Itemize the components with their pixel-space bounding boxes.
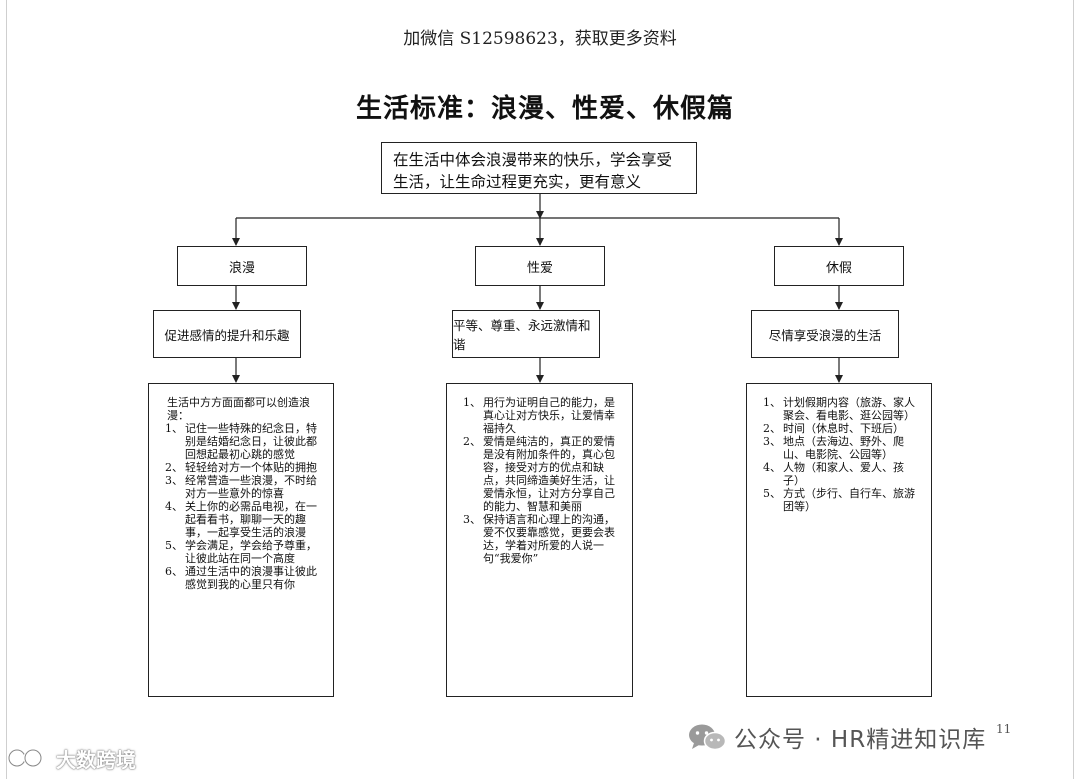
page-title: 生活标准：浪漫、性爱、休假篇 bbox=[355, 94, 734, 124]
category-box-vacation: 休假 bbox=[774, 246, 904, 286]
brand-name: 大数跨境 bbox=[56, 747, 136, 772]
item-number: 3、 bbox=[763, 435, 781, 448]
subtitle-box-vacation: 尽情享受浪漫的生活 bbox=[751, 310, 899, 358]
item-text: 关上你的必需品电视，在一起看看书，聊聊一天的趣事，一起享受生活的浪漫 bbox=[185, 500, 317, 539]
item-number: 4、 bbox=[165, 500, 183, 513]
item-text: 用行为证明自己的能力，是真心让对方快乐，让爱情幸福持久 bbox=[483, 396, 615, 435]
page-edge-right bbox=[1073, 0, 1074, 779]
item-text: 经常营造一些浪漫，不时给对方一些意外的惊喜 bbox=[185, 474, 317, 500]
page-edge-left bbox=[6, 0, 7, 779]
list-item: 1、记住一些特殊的纪念日，特别是结婚纪念日，让彼此都回想起最初心跳的感觉 bbox=[165, 422, 321, 461]
item-number: 6、 bbox=[165, 565, 183, 578]
item-text: 计划假期内容（旅游、家人聚会、看电影、逛公园等） bbox=[783, 396, 915, 422]
list-item: 2、爱情是纯洁的，真正的爱情是没有附加条件的，真心包容，接受对方的优点和缺点，共… bbox=[463, 435, 620, 513]
item-text: 保持语言和心理上的沟通，爱不仅要靠感觉，更要会表达，学着对所爱的人说一句“我爱你… bbox=[483, 513, 615, 565]
header-note: 加微信 S12598623，获取更多资料 bbox=[403, 29, 677, 49]
wechat-account-name: 公众号 · HR精进知识库 bbox=[734, 727, 987, 753]
item-number: 1、 bbox=[463, 396, 481, 409]
wechat-account-watermark: 公众号 · HR精进知识库 bbox=[686, 720, 986, 754]
list-item: 4、关上你的必需品电视，在一起看看书，聊聊一天的趣事，一起享受生活的浪漫 bbox=[165, 500, 321, 539]
list-item: 2、轻轻给对方一个体贴的拥抱 bbox=[165, 461, 321, 474]
item-number: 5、 bbox=[165, 539, 183, 552]
item-text: 地点（去海边、野外、爬山、电影院、公园等） bbox=[783, 435, 904, 461]
item-text: 通过生活中的浪漫事让彼此感觉到我的心里只有你 bbox=[185, 565, 317, 591]
item-number: 2、 bbox=[463, 435, 481, 448]
item-text: 时间（休息时、下班后） bbox=[783, 422, 904, 435]
detail-box-intimacy: 1、用行为证明自己的能力，是真心让对方快乐，让爱情幸福持久 2、爱情是纯洁的，真… bbox=[446, 383, 633, 697]
list-item: 1、用行为证明自己的能力，是真心让对方快乐，让爱情幸福持久 bbox=[463, 396, 620, 435]
item-number: 2、 bbox=[165, 461, 183, 474]
item-text: 记住一些特殊的纪念日，特别是结婚纪念日，让彼此都回想起最初心跳的感觉 bbox=[185, 422, 317, 461]
list-item: 3、地点（去海边、野外、爬山、电影院、公园等） bbox=[763, 435, 919, 461]
subtitle-box-intimacy: 平等、尊重、永远激情和谐 bbox=[452, 310, 600, 358]
list-item: 6、通过生活中的浪漫事让彼此感觉到我的心里只有你 bbox=[165, 565, 321, 591]
category-box-intimacy: 性爱 bbox=[475, 246, 605, 286]
list-item: 5、方式（步行、自行车、旅游团等） bbox=[763, 487, 919, 513]
detail-box-romance: 生活中方方面面都可以创造浪漫： 1、记住一些特殊的纪念日，特别是结婚纪念日，让彼… bbox=[148, 383, 334, 697]
item-text: 学会满足，学会给予尊重，让彼此站在同一个高度 bbox=[185, 539, 317, 565]
list-item: 3、保持语言和心理上的沟通，爱不仅要靠感觉，更要会表达，学着对所爱的人说一句“我… bbox=[463, 513, 620, 565]
item-number: 4、 bbox=[763, 461, 781, 474]
brand-watermark: 大数跨境 bbox=[6, 744, 136, 772]
brand-logo-icon bbox=[7, 748, 49, 768]
detail-intro: 生活中方方面面都可以创造浪漫： bbox=[167, 396, 310, 422]
wechat-icon bbox=[689, 724, 727, 751]
detail-box-vacation: 1、计划假期内容（旅游、家人聚会、看电影、逛公园等） 2、时间（休息时、下班后）… bbox=[746, 383, 932, 697]
item-text: 方式（步行、自行车、旅游团等） bbox=[783, 487, 915, 513]
list-item: 3、经常营造一些浪漫，不时给对方一些意外的惊喜 bbox=[165, 474, 321, 500]
item-number: 1、 bbox=[165, 422, 183, 435]
list-item: 4、人物（和家人、爱人、孩子） bbox=[763, 461, 919, 487]
root-goal-box: 在生活中体会浪漫带来的快乐，学会享受生活，让生命过程更充实，更有意义 bbox=[381, 142, 697, 194]
subtitle-box-romance: 促进感情的提升和乐趣 bbox=[153, 310, 301, 358]
list-item: 2、时间（休息时、下班后） bbox=[763, 422, 919, 435]
list-item: 5、学会满足，学会给予尊重，让彼此站在同一个高度 bbox=[165, 539, 321, 565]
list-item: 1、计划假期内容（旅游、家人聚会、看电影、逛公园等） bbox=[763, 396, 919, 422]
item-number: 5、 bbox=[763, 487, 781, 500]
item-number: 1、 bbox=[763, 396, 781, 409]
item-text: 轻轻给对方一个体贴的拥抱 bbox=[185, 461, 317, 474]
item-number: 3、 bbox=[165, 474, 183, 487]
item-text: 人物（和家人、爱人、孩子） bbox=[783, 461, 904, 487]
page-number: 11 bbox=[996, 722, 1012, 736]
item-text: 爱情是纯洁的，真正的爱情是没有附加条件的，真心包容，接受对方的优点和缺点，共同缔… bbox=[483, 435, 615, 513]
item-number: 2、 bbox=[763, 422, 781, 435]
category-box-romance: 浪漫 bbox=[177, 246, 307, 286]
item-number: 3、 bbox=[463, 513, 481, 526]
